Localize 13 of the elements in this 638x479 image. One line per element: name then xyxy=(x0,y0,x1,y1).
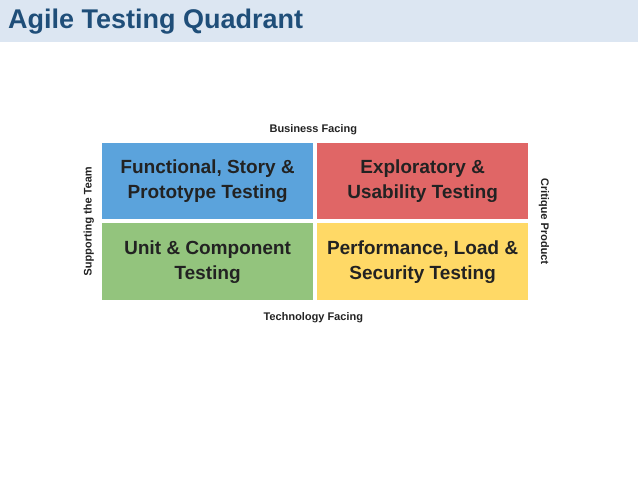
quadrant-label: Unit & Component Testing xyxy=(123,236,292,286)
quadrant-box xyxy=(102,223,313,300)
quadrant-box xyxy=(317,143,528,219)
axis-label: Supporting the Team xyxy=(82,166,94,276)
axis-label: Critique Product xyxy=(538,178,550,264)
quadrant-label: Performance, Load & Security Testing xyxy=(326,236,520,286)
quadrant-label: Functional, Story & Prototype Testing xyxy=(119,156,296,205)
title: Agile Testing Quadrant xyxy=(8,4,304,35)
axis-label: Business Facing xyxy=(270,123,357,135)
quadrant-label: Exploratory & Usability Testing xyxy=(346,156,499,205)
quadrant-box xyxy=(102,143,313,219)
axis-label: Technology Facing xyxy=(264,311,363,323)
quadrant-box xyxy=(317,223,528,300)
